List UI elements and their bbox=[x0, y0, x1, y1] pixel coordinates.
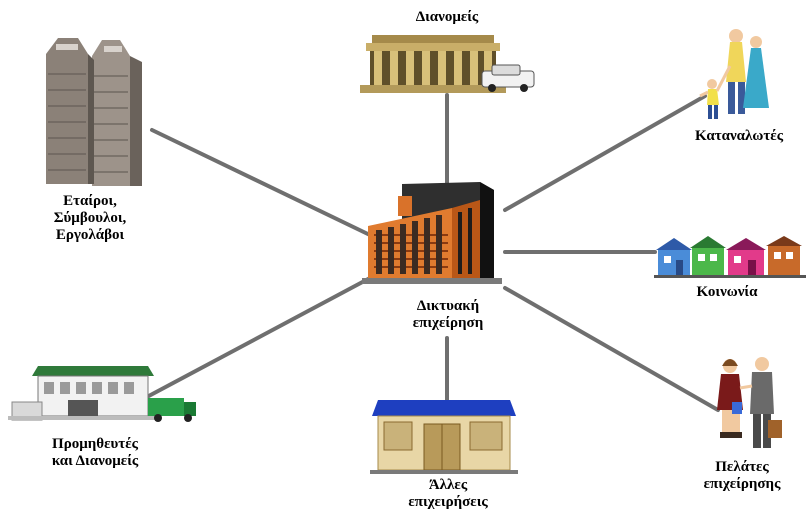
consumers-label-line1: Καταναλωτές bbox=[694, 128, 784, 144]
partners-label-line1: Εταίροι, bbox=[63, 193, 117, 209]
partners-label: Εταίροι, Σύμβουλοι, Εργολάβοι bbox=[25, 193, 155, 244]
partners-label-line3: Εργολάβοι bbox=[55, 227, 125, 243]
family-icon bbox=[699, 29, 769, 119]
other-businesses-label: Άλλες επιχειρήσεις bbox=[383, 477, 513, 511]
business-customers-label-line1: Πελάτες bbox=[715, 459, 769, 475]
center-label-line1: Δικτυακή bbox=[416, 298, 480, 314]
center-label: Δικτυακή επιχείρηση bbox=[383, 298, 513, 332]
suppliers-label: Προμηθευτές και Διανομείς bbox=[20, 436, 170, 470]
connector-business-customers bbox=[503, 286, 720, 412]
connector-consumers bbox=[503, 94, 707, 212]
store-icon bbox=[370, 400, 518, 474]
business-handshake-icon bbox=[717, 357, 782, 448]
distributors-top-label: Διανομείς bbox=[382, 9, 512, 26]
business-customers-label-line2: επιχείρησης bbox=[703, 476, 781, 492]
other-businesses-label-line1: Άλλες bbox=[428, 477, 468, 493]
row-of-houses-icon bbox=[654, 236, 806, 278]
connector-partners bbox=[150, 128, 374, 238]
partners-label-line2: Σύμβουλοι, bbox=[53, 210, 127, 226]
warehouse-with-truck-icon bbox=[8, 366, 196, 422]
consumers-label: Καταναλωτές bbox=[676, 128, 802, 145]
center-label-line2: επιχείρηση bbox=[412, 315, 484, 331]
office-building-icon bbox=[362, 182, 502, 284]
suppliers-label-line2: και Διανομείς bbox=[51, 453, 139, 469]
distributors-top-label-line1: Διανομείς bbox=[415, 9, 479, 25]
connector-suppliers bbox=[143, 276, 372, 400]
skyscraper-towers-icon bbox=[46, 38, 142, 186]
society-label: Κοινωνία bbox=[664, 284, 790, 301]
suppliers-label-line1: Προμηθευτές bbox=[52, 436, 138, 452]
bank-building-with-car-icon bbox=[360, 35, 535, 93]
society-label-line1: Κοινωνία bbox=[696, 284, 758, 300]
business-customers-label: Πελάτες επιχείρησης bbox=[676, 459, 808, 493]
other-businesses-label-line2: επιχειρήσεις bbox=[408, 494, 488, 510]
